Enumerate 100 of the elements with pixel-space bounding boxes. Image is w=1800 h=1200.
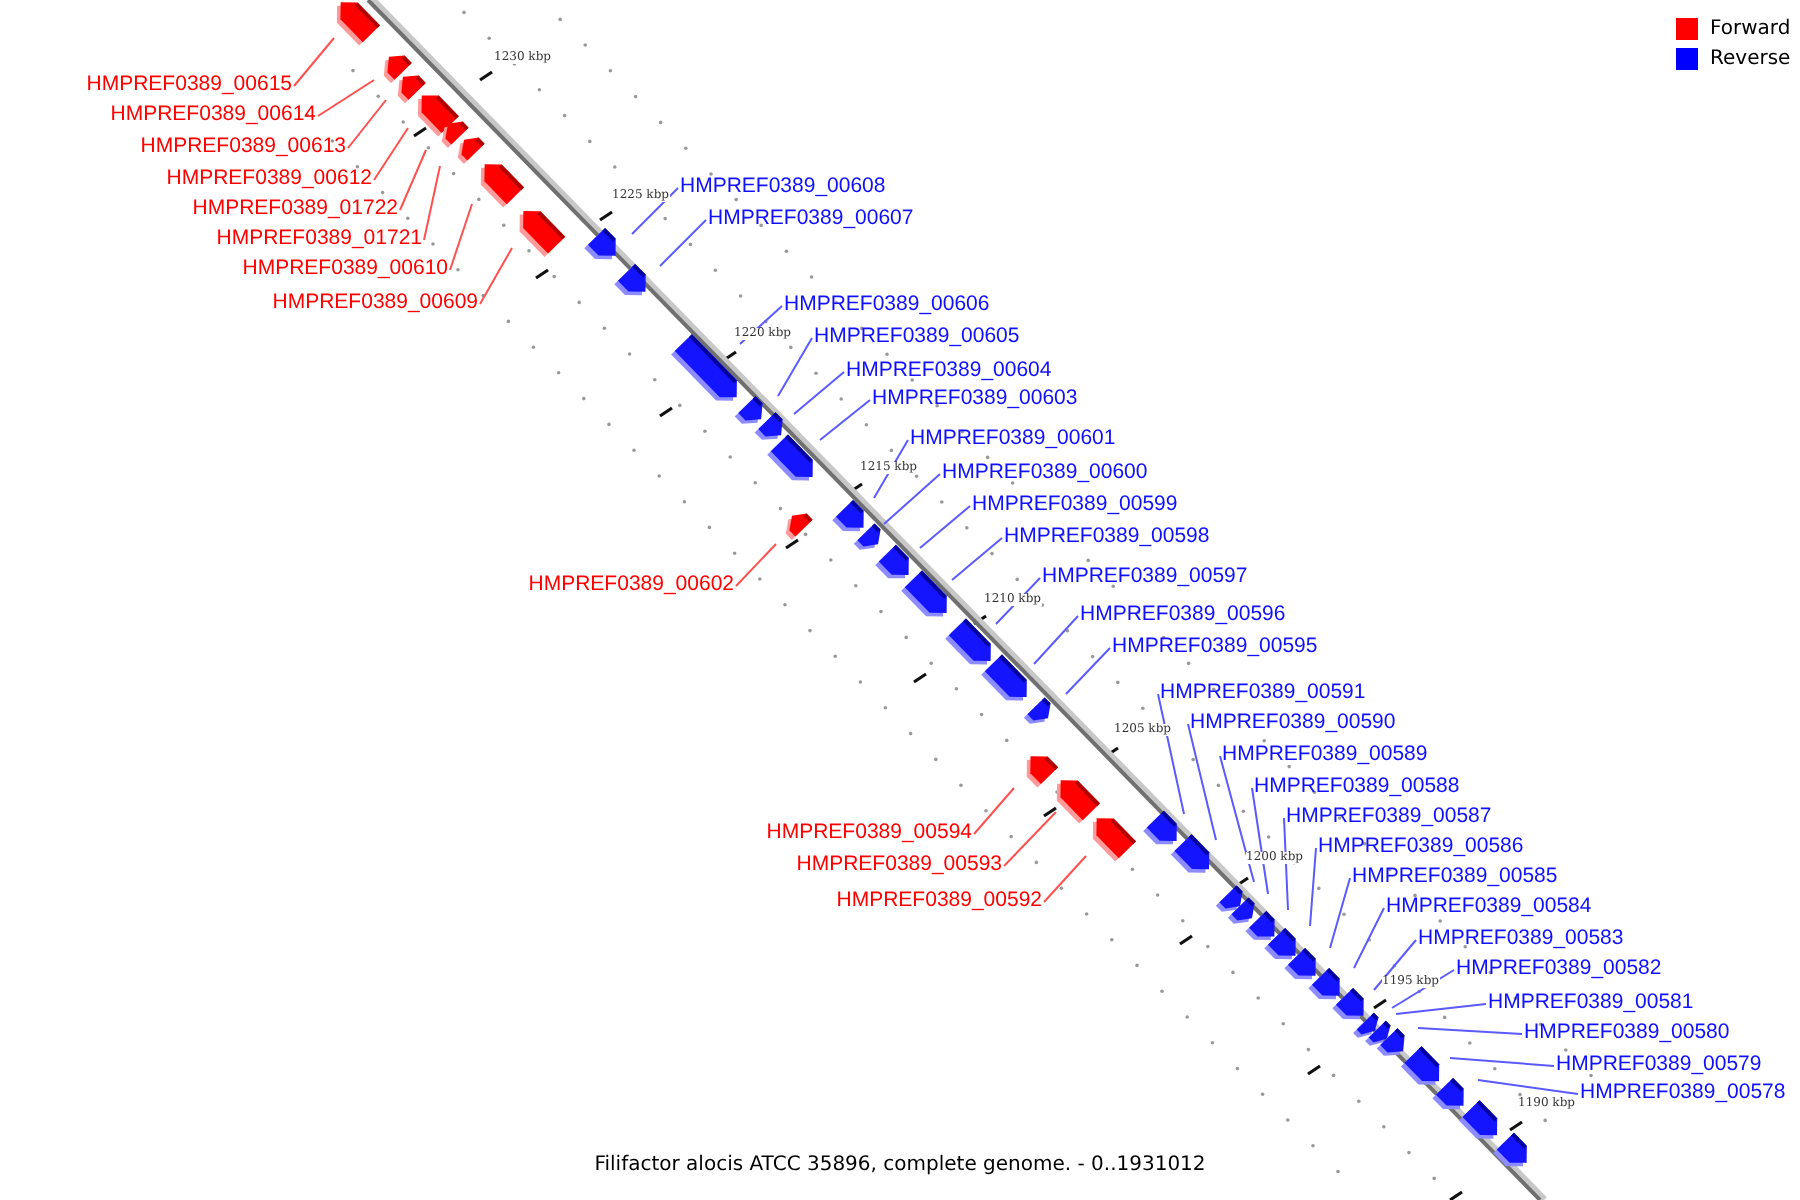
gene-block <box>671 334 737 401</box>
gene-block <box>457 137 485 165</box>
leader-line <box>1283 817 1289 911</box>
gene-block <box>875 544 909 579</box>
gene-block <box>1023 697 1051 724</box>
leader-line <box>1477 1079 1579 1095</box>
leader-line <box>1329 877 1351 949</box>
leader-line <box>1065 647 1111 695</box>
leader-line <box>479 247 513 305</box>
caption: Filifactor alocis ATCC 35896, complete genome. - 0..1931012 <box>594 1154 1206 1176</box>
gene-label: HMPREF0389_00580 <box>1524 1021 1730 1043</box>
gene-label: HMPREF0389_00595 <box>1112 635 1318 657</box>
leader-line <box>293 37 335 87</box>
leader-line <box>1417 1027 1523 1035</box>
leader-line <box>1251 787 1269 895</box>
gene-label: HMPREF0389_00582 <box>1456 957 1662 979</box>
legend-label: Reverse <box>1710 46 1791 72</box>
gene-label: HMPREF0389_01721 <box>216 227 422 249</box>
gene-label: HMPREF0389_00602 <box>528 573 734 595</box>
gene-label: HMPREF0389_00610 <box>242 257 448 279</box>
gene-label: HMPREF0389_00590 <box>1190 711 1396 733</box>
gene-block <box>1245 911 1275 941</box>
leader-line <box>631 187 679 235</box>
gene-block <box>734 396 763 424</box>
gene-block <box>1284 947 1316 980</box>
gene-block <box>614 263 646 296</box>
gene-label: HMPREF0389_00581 <box>1488 991 1694 1013</box>
leader-line <box>1003 811 1057 867</box>
gene-block <box>853 523 881 550</box>
gene-label: HMPREF0389_00579 <box>1556 1053 1762 1075</box>
gene-label: HMPREF0389_00615 <box>86 73 292 95</box>
leader-line <box>973 787 1015 835</box>
gene-label: HMPREF0389_00605 <box>814 325 1020 347</box>
leader-line <box>735 543 777 587</box>
gene-block <box>1143 810 1177 845</box>
gene-block <box>1400 1046 1440 1085</box>
leader-line <box>399 149 427 211</box>
leader-line <box>1043 855 1087 903</box>
gene-label: HMPREF0389_00589 <box>1222 743 1428 765</box>
leader-line <box>659 219 707 267</box>
gene-label: HMPREF0389_00583 <box>1418 927 1624 949</box>
gene-label: HMPREF0389_00591 <box>1160 681 1366 703</box>
gene-block <box>1376 1028 1405 1056</box>
gene-block <box>1056 780 1101 824</box>
leader-line <box>373 127 409 181</box>
gene-label: HMPREF0389_00598 <box>1004 525 1210 547</box>
gene-label: HMPREF0389_00587 <box>1286 805 1492 827</box>
gene-block <box>1026 756 1059 788</box>
leader-line <box>1309 847 1317 927</box>
gene-block <box>1432 1077 1464 1110</box>
gene-label: HMPREF0389_00613 <box>140 135 346 157</box>
gene-label: HMPREF0389_00606 <box>784 293 990 315</box>
gene-label: HMPREF0389_00578 <box>1580 1081 1786 1103</box>
leader-line <box>919 505 971 549</box>
gene-label: HMPREF0389_00596 <box>1080 603 1286 625</box>
gene-label: HMPREF0389_00597 <box>1042 565 1248 587</box>
gene-block <box>1493 1132 1527 1167</box>
gene-block <box>1170 834 1210 873</box>
gene-label: HMPREF0389_00600 <box>942 461 1148 483</box>
gene-label: HMPREF0389_00585 <box>1352 865 1558 887</box>
leader-line <box>1395 1003 1487 1015</box>
gene-block <box>901 570 947 617</box>
gene-block <box>1308 967 1340 1000</box>
gene-label: HMPREF0389_00604 <box>846 359 1052 381</box>
leader-line <box>1449 1057 1555 1067</box>
gene-block <box>981 654 1027 701</box>
gene-label: HMPREF0389_00586 <box>1318 835 1524 857</box>
gene-block <box>1458 1100 1498 1139</box>
leader-line <box>1187 723 1217 841</box>
leader-line <box>449 203 473 271</box>
gene-block <box>1092 818 1137 862</box>
leader-line <box>423 165 441 241</box>
gene-block <box>1264 927 1296 960</box>
leader-line <box>347 99 387 149</box>
gene-block <box>945 618 991 665</box>
gene-block <box>785 513 813 541</box>
gene-label: HMPREF0389_00594 <box>766 821 972 843</box>
leader-line <box>317 79 375 117</box>
gene-label: HMPREF0389_00584 <box>1386 895 1592 917</box>
leader-line <box>995 577 1041 625</box>
gene-block <box>336 2 381 46</box>
leader-line <box>1353 907 1385 969</box>
gene-label: HMPREF0389_00614 <box>110 103 316 125</box>
gene-label: HMPREF0389_00608 <box>680 175 886 197</box>
gene-label: HMPREF0389_00593 <box>796 853 1002 875</box>
gene-label: HMPREF0389_00588 <box>1254 775 1460 797</box>
gene-block <box>584 227 616 260</box>
gene-block <box>480 164 525 208</box>
leader-line <box>1373 939 1417 991</box>
leader-line <box>819 399 871 441</box>
gene-block <box>832 499 864 532</box>
leader-line <box>883 473 941 525</box>
gene-label: HMPREF0389_00612 <box>166 167 372 189</box>
leader-line <box>951 537 1003 581</box>
gene-label: HMPREF0389_00603 <box>872 387 1078 409</box>
leader-line <box>1219 755 1255 883</box>
legend-label: Forward <box>1710 16 1791 42</box>
leader-line <box>1157 693 1185 815</box>
gene-block <box>754 412 783 440</box>
gene-block <box>1227 897 1255 924</box>
